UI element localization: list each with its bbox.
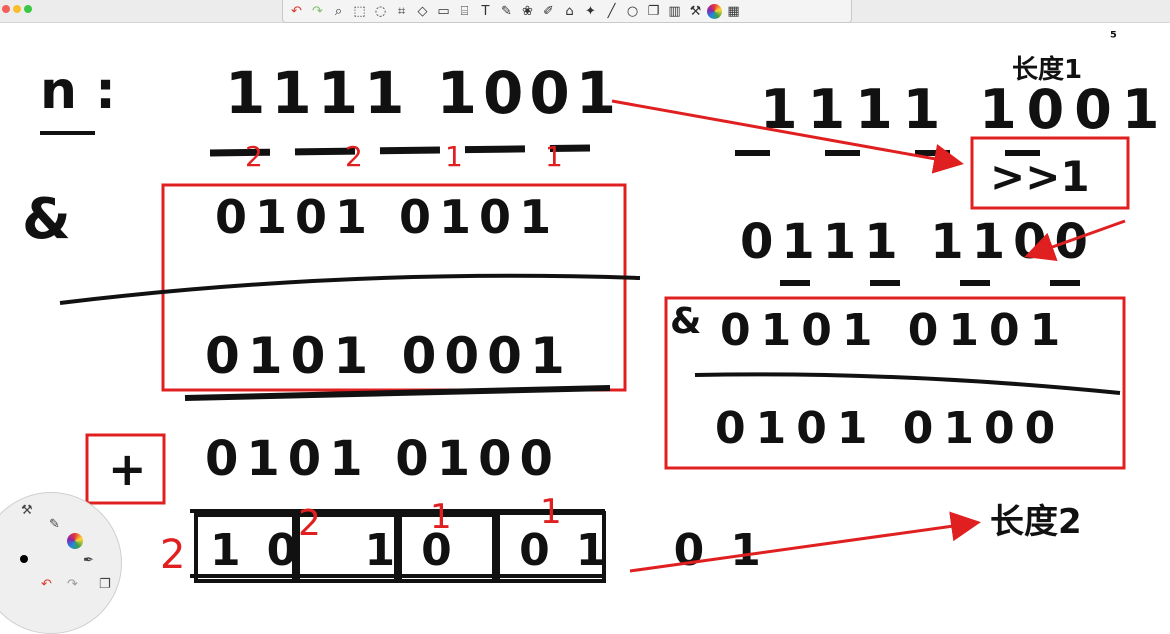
corner-mark: ⁵ (1110, 28, 1117, 47)
butterfly-icon[interactable]: ✦ (585, 3, 596, 19)
count-bottom-1: 2 (160, 532, 185, 578)
drawing-toolbar: ↶ ↷ ⌕ ⬚ ◌ ⌗ ◇ ▭ ⌸ T ✎ ❀ ✐ ⌂ ✦ ╱ ○ ❐ ▥ ⚒ ▦ (282, 0, 852, 23)
bottom-right-note: 长度2 (990, 502, 1082, 542)
circle-icon[interactable]: ○ (626, 3, 639, 19)
right-and-box (664, 296, 1126, 470)
grid-icon[interactable]: ▦ (727, 3, 740, 19)
stamp-icon[interactable]: ❀ (522, 3, 533, 19)
n-bits: 1111 1001 (225, 59, 622, 127)
top-right-note: 长度1 (1012, 54, 1082, 85)
color-wheel-icon[interactable] (707, 3, 722, 19)
count-bottom-3: 1 (430, 497, 452, 537)
picker-icon[interactable]: ✎ (49, 517, 60, 532)
n-pair-underline (209, 144, 591, 157)
shift-box (970, 136, 1130, 210)
shifted-bits: 0111 1100 (740, 214, 1096, 270)
undo-icon[interactable]: ↶ (291, 3, 302, 19)
right-result: 0101 0100 (715, 403, 1065, 454)
clipboard-icon[interactable]: ▥ (668, 3, 681, 19)
sum-group-2 (296, 513, 398, 583)
right-mask: 0101 0101 (720, 305, 1070, 356)
tools-icon[interactable]: ⚒ (689, 3, 702, 19)
and-result: 0101 0001 (205, 327, 573, 385)
cylinder-icon[interactable]: ⌸ (460, 3, 469, 19)
pen-icon[interactable]: ✒ (83, 553, 94, 568)
home-icon[interactable]: ⌂ (565, 3, 574, 19)
redo-icon[interactable]: ↷ (312, 3, 323, 19)
redo-small-icon[interactable]: ↷ (67, 577, 78, 592)
zoom-icon[interactable]: ⌕ (334, 3, 343, 19)
sum-group-3 (398, 513, 496, 583)
minimize-button[interactable] (13, 5, 21, 13)
mask-bits: 0101 0101 (215, 190, 559, 244)
count-top-1: 2 (245, 140, 263, 173)
arrow-to-length2 (629, 511, 981, 573)
rect-select-icon[interactable]: ⬚ (353, 3, 366, 19)
lasso-icon[interactable]: ◌ (374, 3, 387, 19)
arrow-to-shift (611, 99, 964, 174)
plus-box (85, 433, 166, 505)
right-divider (694, 372, 1121, 395)
sum-group-1 (194, 513, 296, 583)
line-icon[interactable]: ╱ (607, 3, 616, 19)
close-button[interactable] (2, 5, 10, 13)
count-top-2: 2 (345, 140, 363, 173)
plus-symbol: + (108, 442, 147, 496)
count-top-4: 1 (545, 140, 563, 173)
color-wheel-icon[interactable] (67, 533, 83, 549)
border-icon[interactable]: ▭ (437, 3, 450, 19)
count-top-3: 1 (445, 140, 463, 173)
hammer-icon[interactable]: ⚒ (21, 503, 33, 518)
count-bottom-2: 2 (298, 503, 321, 544)
whiteboard-canvas[interactable]: n : 1111 1001 2 2 1 1 & 0101 0101 0101 0… (0, 23, 1170, 596)
sum-bits: 10 10 01 01 (210, 525, 787, 576)
arrow-to-shifted (1024, 219, 1126, 262)
and-divider (59, 273, 641, 305)
copy-icon[interactable]: ❐ (99, 577, 111, 592)
n-label: n : (40, 61, 116, 121)
crop-icon[interactable]: ⌗ (397, 3, 406, 19)
color-swatch-black[interactable] (20, 555, 28, 563)
shifted-and: 0101 0100 (205, 431, 561, 487)
right-and-symbol: & (670, 301, 701, 342)
and-symbol: & (22, 187, 71, 252)
right-n-bits: 1111 1001 (760, 78, 1169, 141)
text-icon[interactable]: T (481, 3, 490, 19)
layers-icon[interactable]: ❐ (647, 3, 660, 19)
sum-group-4 (496, 511, 606, 583)
shapes-icon[interactable]: ◇ (417, 3, 428, 19)
and-box (161, 183, 627, 392)
brush-icon[interactable]: ✐ (543, 3, 554, 19)
maximize-button[interactable] (24, 5, 32, 13)
result-underline (184, 385, 611, 401)
count-bottom-4: 1 (540, 492, 562, 532)
undo-small-icon[interactable]: ↶ (41, 577, 52, 592)
pencil-icon[interactable]: ✎ (501, 3, 512, 19)
shift-label: >>1 (990, 152, 1090, 201)
